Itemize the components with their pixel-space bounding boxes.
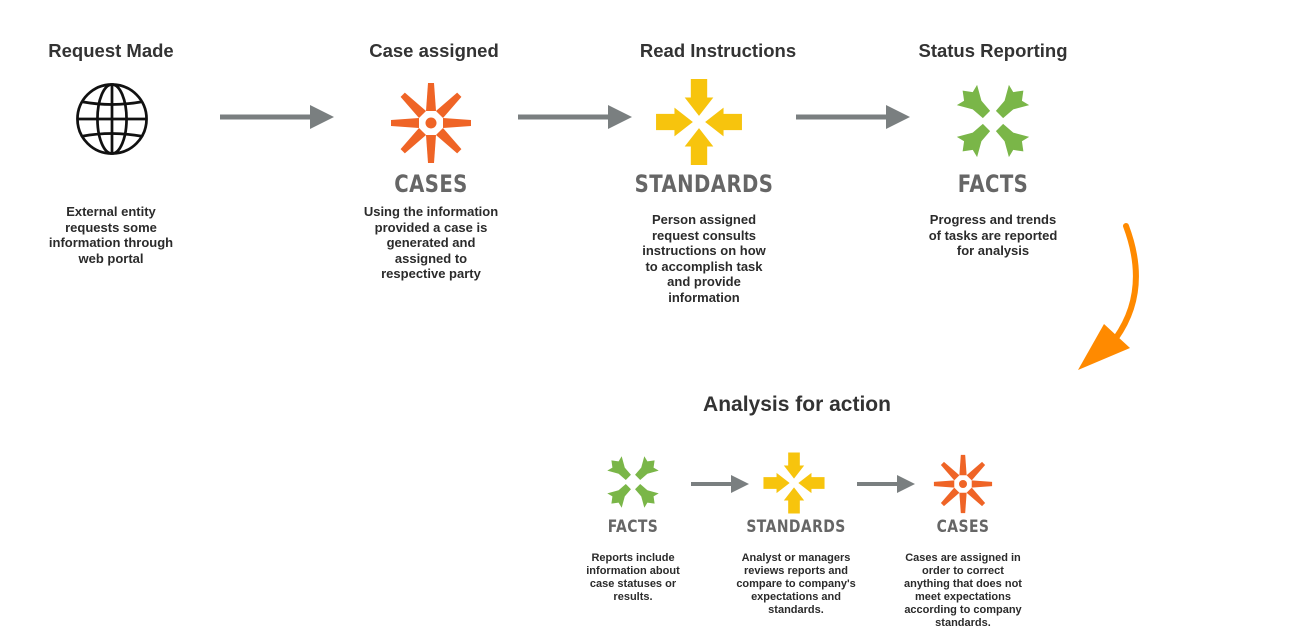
desc-line: provided a case is: [374, 219, 488, 235]
cases-logo-text: CASES: [936, 517, 990, 537]
desc-line: order to correct: [922, 565, 1004, 577]
desc-line: Reports include: [591, 552, 675, 564]
desc-line: case statuses or: [589, 578, 677, 590]
facts-logo-text: FACTS: [607, 517, 659, 537]
step-title-read-instructions: Read Instructions: [639, 40, 797, 61]
facts-icon: [601, 450, 665, 514]
analysis-title: Analysis for action: [703, 393, 891, 416]
desc-line: requests some: [65, 219, 157, 235]
cases-logo-text: CASES: [394, 170, 468, 198]
cases-icon: [931, 452, 995, 516]
standards-icon: [654, 77, 744, 167]
step-title-request-made: Request Made: [48, 40, 174, 61]
step-desc-status-reporting: Progress and trends of tasks are reporte…: [908, 212, 1078, 259]
desc-line: information about: [586, 565, 680, 577]
desc-line: standards.: [935, 617, 991, 629]
analysis-desc-cases: Cases are assigned in order to correct a…: [888, 552, 1038, 630]
desc-line: and provide: [667, 274, 741, 289]
facts-icon: [948, 76, 1038, 166]
facts-logo-text: FACTS: [957, 170, 1029, 198]
desc-line: information through: [48, 235, 174, 250]
curved-arrow: [1078, 223, 1139, 370]
flow-arrow: [518, 105, 632, 129]
cases-icon: [387, 79, 475, 167]
desc-line: generated and: [386, 235, 476, 250]
desc-line: for analysis: [956, 243, 1030, 258]
standards-logo-text: STANDARDS: [746, 517, 846, 537]
desc-line: assigned to: [394, 250, 468, 266]
desc-line: respective party: [381, 266, 481, 281]
desc-line: External entity: [66, 204, 156, 219]
step-title-case-assigned: Case assigned: [369, 40, 499, 61]
desc-line: of tasks are reported: [928, 227, 1058, 243]
flow-arrow: [220, 105, 334, 129]
standards-logo-text: STANDARDS: [634, 170, 774, 198]
desc-line: information: [668, 289, 740, 305]
flow-arrow: [857, 475, 915, 493]
desc-line: web portal: [78, 250, 144, 266]
desc-line: instructions on how: [642, 243, 766, 258]
analysis-desc-facts: Reports include information about case s…: [568, 552, 698, 604]
desc-line: Analyst or managers: [741, 552, 851, 564]
desc-line: results.: [613, 591, 653, 603]
desc-line: Using the information: [363, 204, 499, 219]
desc-line: expectations and: [751, 591, 841, 603]
desc-line: Person assigned: [651, 212, 757, 227]
step-desc-case-assigned: Using the information provided a case is…: [351, 204, 511, 282]
desc-line: to accomplish task: [645, 258, 763, 274]
desc-line: compare to company's: [736, 578, 856, 590]
desc-line: standards.: [768, 604, 824, 616]
desc-line: request consults: [651, 227, 757, 243]
desc-line: meet expectations: [915, 591, 1011, 603]
flow-arrow: [796, 105, 910, 129]
analysis-desc-standards: Analyst or managers reviews reports and …: [726, 552, 866, 617]
step-desc-read-instructions: Person assigned request consults instruc…: [624, 212, 784, 305]
globe-icon: [76, 83, 148, 155]
flow-arrow: [691, 475, 749, 493]
standards-icon: [762, 451, 826, 515]
desc-line: anything that does not: [904, 578, 1022, 590]
desc-line: Progress and trends: [929, 212, 1057, 227]
desc-line: reviews reports and: [744, 565, 848, 577]
step-desc-request-made: External entity requests some informatio…: [36, 204, 186, 266]
step-title-status-reporting: Status Reporting: [918, 40, 1068, 61]
desc-line: Cases are assigned in: [905, 552, 1021, 564]
desc-line: according to company: [904, 604, 1022, 616]
